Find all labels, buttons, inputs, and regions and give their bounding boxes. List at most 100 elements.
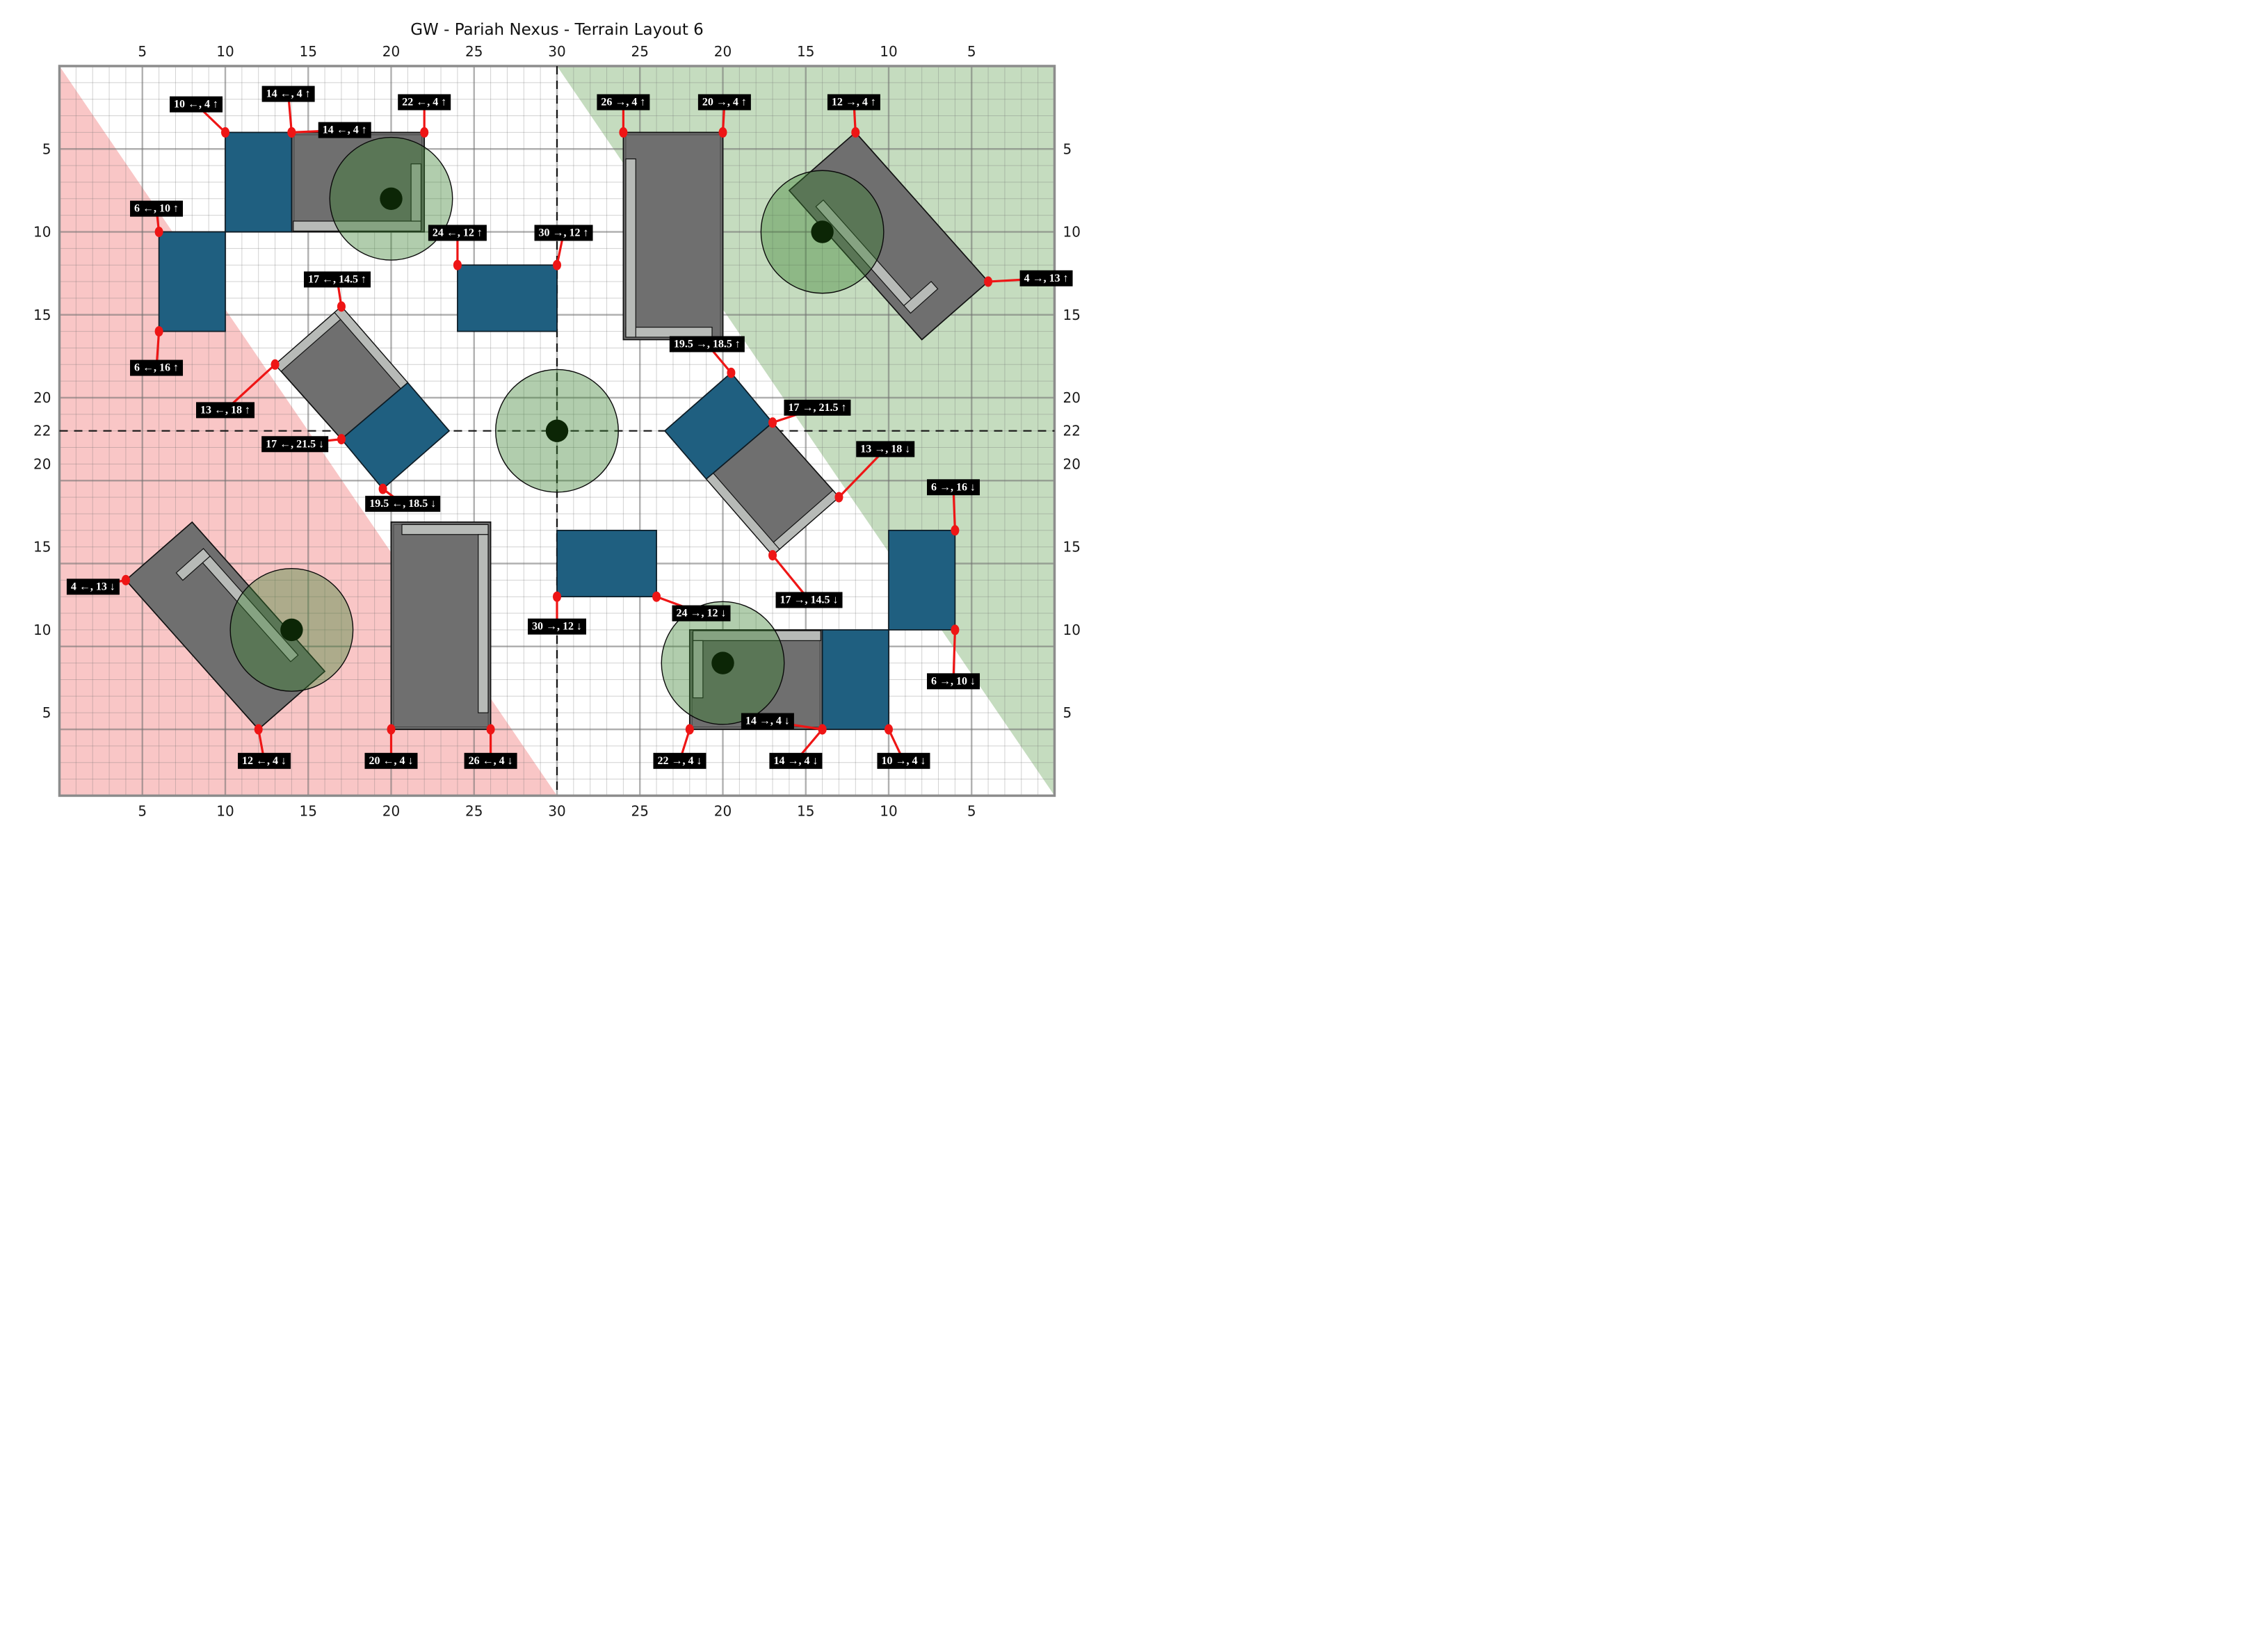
measure-point-dot xyxy=(951,525,960,536)
measure-point-dot xyxy=(834,492,843,503)
measure-point-dot xyxy=(221,127,229,138)
measure-label-text: 6 →, 10 ↓ xyxy=(931,675,976,687)
axis-tick-left: 10 xyxy=(33,622,51,638)
measure-line xyxy=(952,629,956,681)
axis-tick-bottom: 20 xyxy=(382,802,400,819)
measure-point-dot xyxy=(154,227,163,237)
measure-point-dot xyxy=(818,724,827,735)
axis-tick-left: 20 xyxy=(33,389,51,406)
axis-tick-top: 5 xyxy=(967,43,976,60)
measure-label-text: 20 ←, 4 ↓ xyxy=(369,755,414,767)
measure-label-text: 12 ←, 4 ↓ xyxy=(242,755,286,767)
axis-tick-bottom: 25 xyxy=(631,802,649,819)
measure-label-text: 17 →, 21.5 ↑ xyxy=(788,402,846,414)
measure-point-dot xyxy=(553,591,561,602)
measure-label-box xyxy=(130,200,184,217)
measure-point-dot xyxy=(287,127,296,138)
measure-label-box xyxy=(303,271,371,288)
measure-label-box xyxy=(318,122,371,138)
measure-label-box xyxy=(877,752,930,769)
measure-label-text: 17 ←, 21.5 ↓ xyxy=(266,438,324,450)
angled-ruin-blue-section xyxy=(663,371,774,480)
measure-label-text: 26 ←, 4 ↓ xyxy=(469,755,513,767)
axis-tick-top: 20 xyxy=(382,43,400,60)
measure-label-text: 10 →, 4 ↓ xyxy=(881,755,926,767)
measure-point-dot xyxy=(254,724,263,735)
measure-label-text: 4 →, 13 ↑ xyxy=(1024,273,1069,284)
measure-label-text: 14 ←, 4 ↑ xyxy=(266,88,311,100)
objective-dot xyxy=(711,651,734,674)
objective-markers xyxy=(229,136,885,725)
measure-label-text: 17 ←, 14.5 ↑ xyxy=(308,273,366,285)
measure-point-dot xyxy=(685,724,694,735)
measure-point-dot xyxy=(337,434,346,445)
measure-label-text: 13 ←, 18 ↑ xyxy=(200,404,250,416)
axis-tick-right: 22 xyxy=(1063,423,1081,439)
ruin-footprint xyxy=(622,131,724,341)
axis-tick-top: 10 xyxy=(216,43,234,60)
axis-tick-left: 5 xyxy=(42,704,51,721)
axis-tick-top: 25 xyxy=(465,43,483,60)
axis-tick-right: 15 xyxy=(1063,539,1081,556)
axis-tick-bottom: 5 xyxy=(967,802,976,819)
measure-label-text: 24 ←, 12 ↑ xyxy=(433,227,483,238)
measure-label-text: 17 →, 14.5 ↓ xyxy=(780,594,839,606)
measure-label-box xyxy=(261,436,329,453)
ruin-wall xyxy=(478,534,489,713)
axis-tick-left: 5 xyxy=(42,140,51,157)
axis-tick-right: 5 xyxy=(1063,140,1072,157)
measure-label-text: 12 →, 4 ↑ xyxy=(832,96,876,108)
axis-tick-right: 15 xyxy=(1063,307,1081,323)
angled-ruin-blue-section xyxy=(340,382,451,490)
axis-tick-top: 15 xyxy=(797,43,814,60)
measure-label-box xyxy=(927,479,980,496)
measure-label-box xyxy=(784,399,851,416)
ruin-wall xyxy=(692,630,821,642)
measure-label-box xyxy=(528,618,586,635)
axis-tick-top: 5 xyxy=(138,43,147,60)
axis-tick-top: 15 xyxy=(300,43,317,60)
measure-label-box xyxy=(238,752,291,769)
measure-label-text: 30 →, 12 ↑ xyxy=(539,227,589,238)
measure-label-text: 30 →, 12 ↓ xyxy=(532,621,582,633)
measure-label-text: 22 →, 4 ↓ xyxy=(657,755,702,767)
measure-point-dot xyxy=(154,326,163,337)
axis-tick-bottom: 15 xyxy=(797,802,814,819)
measure-label-box xyxy=(428,225,487,241)
axis-tick-right: 10 xyxy=(1063,224,1081,241)
measure-label-box xyxy=(464,752,517,769)
measure-label-box xyxy=(364,752,418,769)
measure-label-text: 14 ←, 4 ↑ xyxy=(323,124,367,136)
axis-tick-bottom: 10 xyxy=(216,802,234,819)
chart-title: GW - Pariah Nexus - Terrain Layout 6 xyxy=(410,21,704,39)
measure-label-box xyxy=(66,578,120,595)
axis-tick-left: 22 xyxy=(33,423,51,439)
measure-point-dot xyxy=(652,591,661,602)
measure-label-box xyxy=(365,496,441,512)
axis-tick-left: 15 xyxy=(33,539,51,556)
terrain-map: 10 ←, 4 ↑14 ←, 4 ↑14 ←, 4 ↑22 ←, 4 ↑6 ←,… xyxy=(33,21,1081,819)
measure-label-box xyxy=(769,752,823,769)
axis-tick-right: 10 xyxy=(1063,622,1081,638)
measure-point-dot xyxy=(270,359,280,370)
measure-line xyxy=(838,448,887,499)
measure-label-box xyxy=(927,673,980,690)
blue-terrain-block xyxy=(158,231,226,332)
axis-tick-right: 5 xyxy=(1063,704,1072,721)
objective-dot xyxy=(380,187,403,211)
measure-label-box xyxy=(856,441,915,457)
measure-label-box xyxy=(775,592,843,608)
objective-dot xyxy=(545,419,569,442)
axis-tick-bottom: 25 xyxy=(465,802,483,819)
measure-point-dot xyxy=(718,127,727,138)
measure-point-dot xyxy=(768,550,777,561)
measure-label-text: 26 →, 4 ↑ xyxy=(601,96,645,108)
ruin-wall xyxy=(175,548,211,581)
measure-point-dot xyxy=(378,483,387,494)
axis-tick-top: 20 xyxy=(714,43,732,60)
terrain-pieces xyxy=(124,131,990,731)
measurement-labels: 10 ←, 4 ↑14 ←, 4 ↑14 ←, 4 ↑22 ←, 4 ↑6 ←,… xyxy=(66,86,1073,769)
blue-terrain-block xyxy=(556,529,657,598)
measure-label-text: 4 ←, 13 ↓ xyxy=(71,581,115,592)
